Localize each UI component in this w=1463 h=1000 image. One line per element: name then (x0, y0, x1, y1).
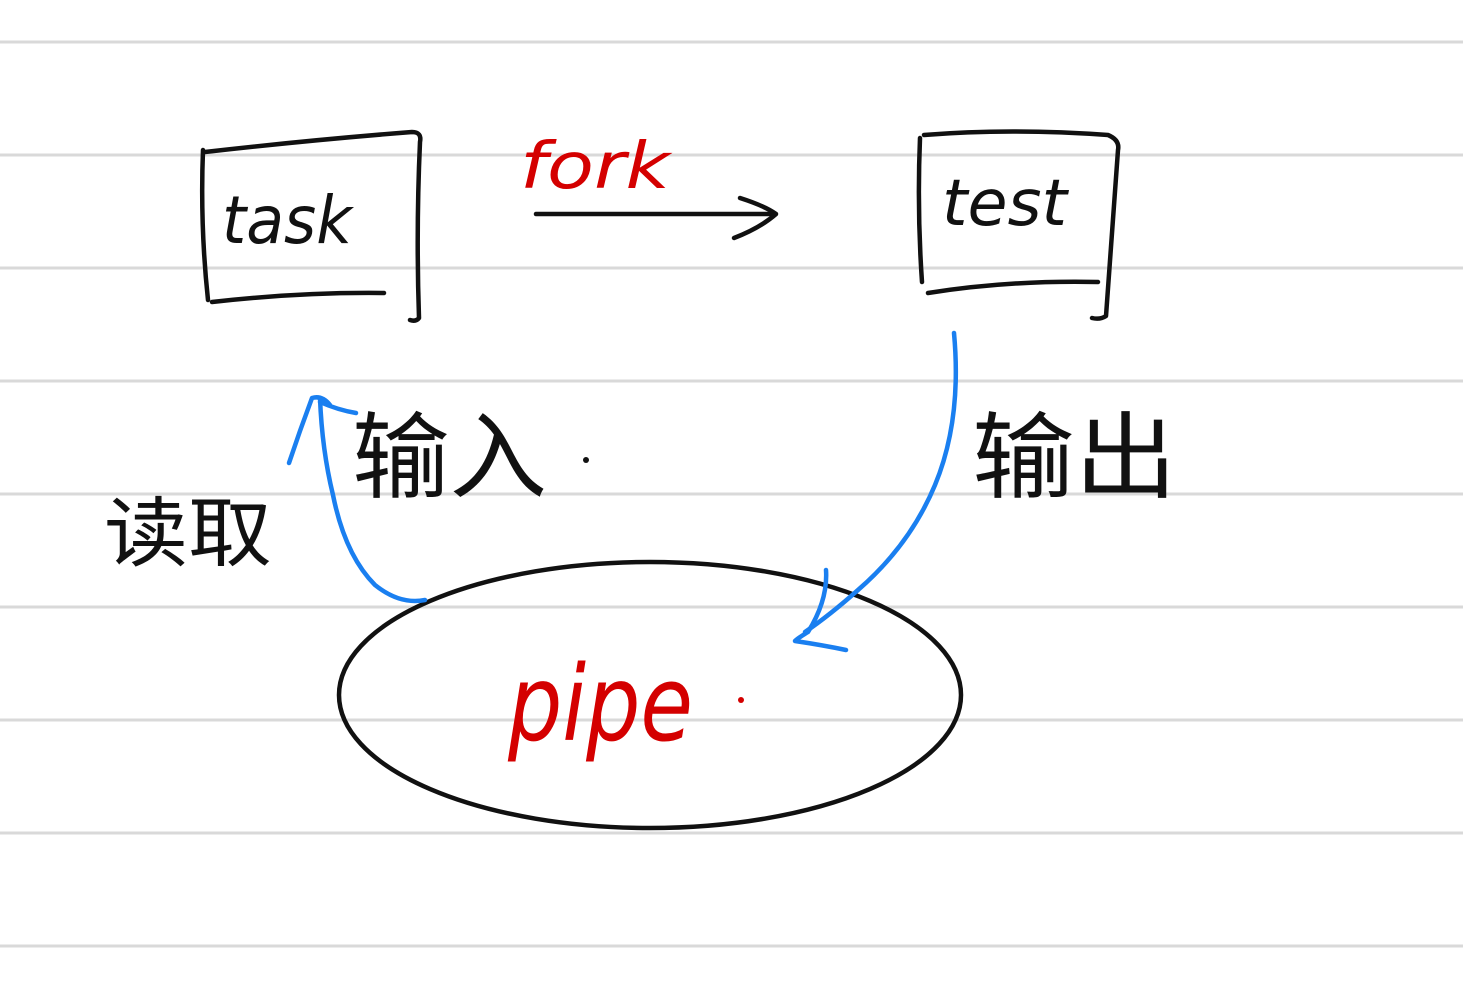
test-box (916, 129, 1121, 321)
read-edge (286, 395, 428, 604)
task-box (199, 129, 423, 323)
output-arrow-head (792, 567, 849, 653)
read-arrow-head (286, 395, 359, 466)
task-label: task (222, 182, 355, 259)
input-label: 输入 (352, 404, 547, 513)
output-arrow-curve (802, 330, 959, 635)
fork-label: fork (520, 130, 674, 204)
read-arrow-curve (317, 395, 428, 604)
pipe-label: pipe (507, 643, 693, 765)
input-dot (583, 457, 589, 463)
pipe-ellipse (336, 559, 964, 831)
test-label: test (942, 167, 1070, 241)
fork-arrow-head (731, 195, 779, 241)
output-label: 输出 (972, 404, 1177, 513)
task-node (199, 129, 423, 323)
read-label: 读取 (104, 489, 272, 578)
ruled-lines (0, 40, 1463, 948)
output-edge (792, 330, 959, 653)
pipe-dot (738, 697, 744, 703)
test-node (916, 129, 1121, 321)
fork-edge (533, 195, 779, 241)
